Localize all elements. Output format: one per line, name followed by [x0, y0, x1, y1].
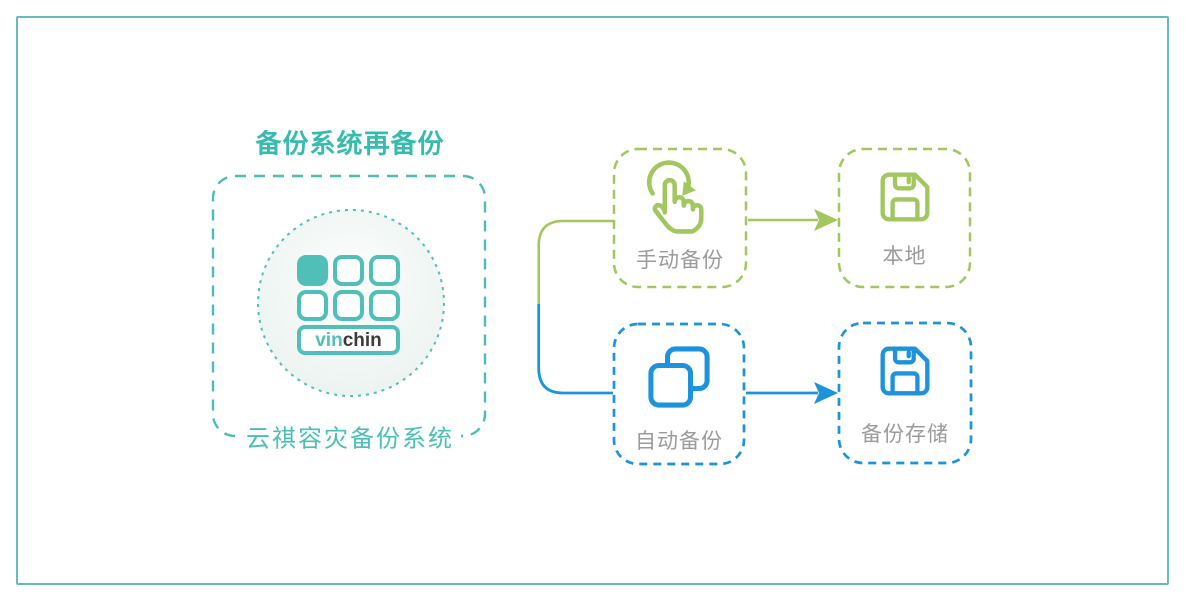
logo-square-filled [297, 255, 328, 286]
auto-backup-node: 自动备份 [613, 323, 745, 465]
local-label: 本地 [882, 245, 927, 268]
logo-square [369, 290, 400, 321]
logo-square [333, 255, 364, 286]
floppy-disk-icon [880, 172, 929, 222]
arrow-right-icon [748, 209, 838, 231]
backup-storage-box-border [837, 321, 973, 465]
logo-square [297, 290, 328, 321]
source-box-border [211, 174, 487, 438]
auto-branch-connector [537, 304, 613, 395]
backup-storage-node: 备份存储 [838, 322, 972, 464]
backup-storage-label: 备份存储 [861, 423, 949, 446]
auto-backup-label: 自动备份 [635, 430, 723, 453]
manual-branch-connector [537, 219, 613, 305]
wordmark-vin: vin [315, 329, 343, 351]
source-system-label: 云祺容灾备份系统 [239, 418, 461, 454]
wordmark-chin: chin [342, 329, 382, 351]
diagram-title: 备份系统再备份 [255, 128, 445, 159]
local-node: 本地 [838, 148, 971, 288]
manual-backup-label: 手动备份 [636, 249, 724, 272]
outer-frame [16, 16, 1169, 585]
logo-square-grid [297, 255, 400, 321]
arrow-right-icon [746, 382, 838, 404]
manual-backup-node: 手动备份 [613, 148, 747, 288]
logo-square [369, 255, 400, 286]
tap-rotate-icon [646, 160, 704, 234]
copy-icon [648, 346, 710, 408]
floppy-disk-icon [880, 346, 930, 396]
manual-backup-box-border [612, 147, 748, 289]
logo-square [333, 290, 364, 321]
local-box-border [837, 147, 972, 289]
